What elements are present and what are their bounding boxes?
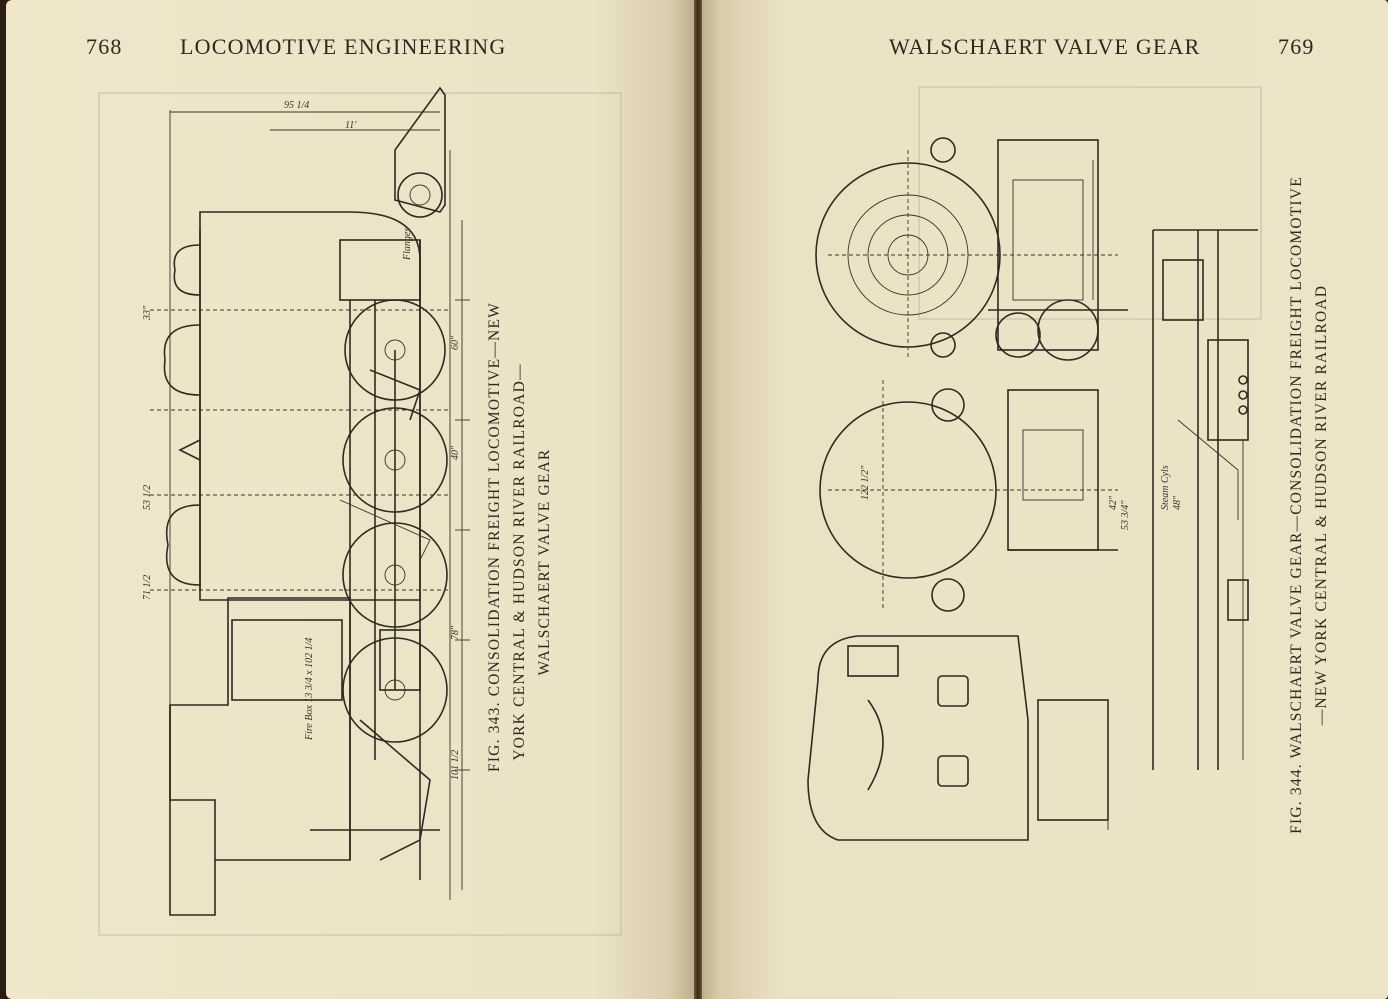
fig-344-caption: FIG. 344. WALSCHAERT VALVE GEAR—CONSOLID… [1284, 125, 1334, 885]
dimension-122: 122 1/2" [860, 465, 871, 500]
svg-text:33": 33" [142, 305, 153, 321]
svg-text:Flanges: Flanges [402, 228, 413, 261]
svg-text:11': 11' [345, 120, 357, 131]
steam-dome [163, 324, 201, 396]
whistle [178, 439, 201, 461]
svg-text:40": 40" [450, 445, 461, 460]
svg-text:78": 78" [450, 625, 461, 640]
sand-dome [166, 504, 201, 586]
boiler [199, 211, 421, 601]
svg-text:71 1/2: 71 1/2 [142, 575, 153, 600]
svg-text:101 1/2: 101 1/2 [450, 750, 461, 780]
fig-344-caption-line-2: —NEW YORK CENTRAL & HUDSON RIVER RAILROA… [1313, 284, 1330, 726]
fig-343-caption: FIG. 343. CONSOLIDATION FREIGHT LOCOMOTI… [482, 302, 557, 772]
firebox-annotation: Fire Box 13 3/4 x 102 1/4 [304, 638, 315, 741]
right-page-number: 769 [1278, 34, 1315, 59]
smokestack [394, 86, 446, 213]
svg-text:95 1/4: 95 1/4 [284, 100, 309, 111]
fig-343-caption-line-1: FIG. 343. CONSOLIDATION FREIGHT LOCOMOTI… [486, 302, 503, 772]
right-running-head: WALSCHAERT VALVE GEAR [889, 34, 1201, 59]
fig-343-caption-line-2: YORK CENTRAL & HUDSON RIVER RAILROAD— [511, 363, 528, 761]
steam-cyls-label: Steam Cyls [1160, 465, 1171, 510]
rear-elevation [807, 635, 1109, 841]
walschaert-valve-gear-figure: 122 1/2" 53 3/4" Steam Cyls 48" 42" [807, 137, 1258, 841]
cab-window [231, 619, 343, 701]
valve-gear [310, 300, 440, 861]
smokebox-front [397, 172, 443, 218]
svg-text:60": 60" [450, 335, 461, 350]
left-page-number: 768 [86, 34, 123, 59]
cab-roof [169, 705, 216, 916]
cylinder [339, 239, 421, 301]
locomotive-side-elevation-figure: 95 1/4 11' 33" 53 1/2 71 1/2 60" 40" 78"… [142, 86, 470, 916]
left-page [6, 0, 696, 999]
show-through [918, 86, 1262, 320]
show-through [98, 92, 622, 936]
dimension-48: 48" [1172, 495, 1183, 510]
dimension-42: 42" [1108, 495, 1119, 510]
front-elevation [815, 137, 1128, 361]
fig-344-caption-line-1: FIG. 344. WALSCHAERT VALVE GEAR—CONSOLID… [1288, 176, 1305, 834]
front-dome [173, 244, 201, 296]
cab [169, 597, 351, 861]
svg-text:53 1/2: 53 1/2 [142, 485, 153, 510]
dimension-53: 53 3/4" [1120, 500, 1131, 530]
fig-343-caption-line-3: WALSCHAERT VALVE GEAR [536, 448, 553, 676]
plan-view [1152, 229, 1258, 770]
left-running-head: LOCOMOTIVE ENGINEERING [180, 34, 507, 59]
mid-elevation [819, 380, 1118, 612]
book-gutter [694, 0, 702, 999]
right-page [698, 0, 1388, 999]
